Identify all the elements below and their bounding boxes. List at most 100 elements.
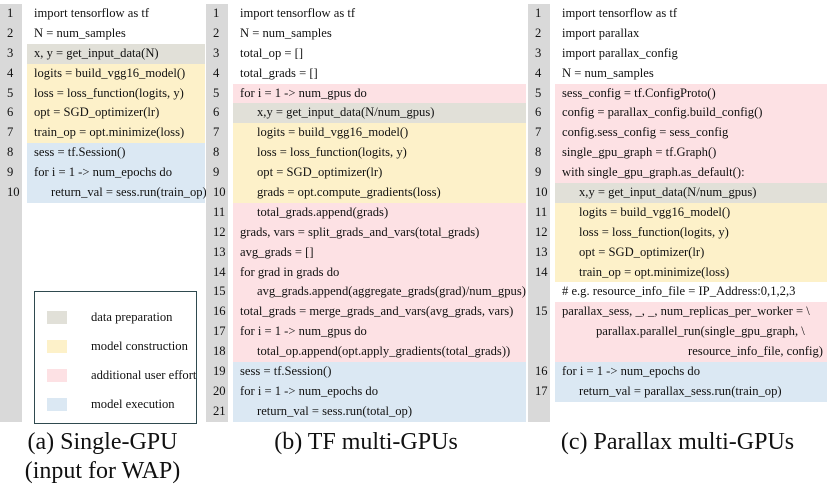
line-number: 3 [213, 45, 220, 60]
line-number: 5 [213, 85, 220, 100]
code-text: for i = 1 -> num_epochs do [562, 364, 701, 379]
line-number: 6 [535, 105, 542, 120]
caption-tf-multi-gpus: (b) TF multi-GPUs [206, 428, 526, 457]
code-text: for grad in grads do [240, 264, 340, 279]
code-highlight-exec: return_val = sess.run(train_op) [27, 183, 207, 203]
code-line: 11 total_grads.append(grads) [206, 202, 526, 223]
legend-swatch [47, 398, 67, 411]
line-number: 6 [213, 105, 220, 120]
code-text: total_grads.append(grads) [257, 204, 389, 219]
code-highlight-exec: return_val = sess.run(total_op) [233, 401, 526, 422]
legend-swatch [47, 369, 67, 382]
code-highlight-user: parallax_sess, _, _, num_replicas_per_wo… [555, 302, 827, 323]
code-text: total_op = [] [240, 45, 304, 60]
code-text: opt = SGD_optimizer(lr) [257, 165, 383, 180]
line-number: 15 [535, 304, 548, 319]
code-text: avg_grads = [] [240, 244, 314, 259]
code-highlight-none: import parallax [555, 24, 827, 44]
code-highlight-exec: for i = 1 -> num_epochs do [555, 362, 827, 382]
code-text: resource_info_file, config) [688, 344, 823, 359]
code-highlight-user: resource_info_file, config) [555, 342, 827, 363]
code-highlight-model: logits = build_vgg16_model() [27, 63, 205, 84]
code-text: # e.g. resource_info_file = IP_Address:0… [562, 284, 796, 299]
code-highlight-model: train_op = opt.minimize(loss) [555, 262, 827, 283]
code-highlight-none: import parallax_config [555, 44, 827, 64]
code-highlight-none: import tensorflow as tf [555, 4, 827, 24]
code-text: grads, vars = split_grads_and_vars(total… [240, 224, 480, 239]
line-number: 17 [535, 383, 548, 398]
code-text: sess = tf.Session() [34, 145, 126, 160]
line-number: 7 [7, 125, 14, 140]
code-highlight-model: loss = loss_function(logits, y) [233, 143, 526, 164]
line-number: 11 [213, 204, 226, 219]
line-number: 9 [213, 165, 220, 180]
line-number: 2 [7, 25, 14, 40]
code-highlight-none: N = num_samples [233, 24, 526, 44]
code-line: # e.g. resource_info_file = IP_Address:0… [528, 282, 827, 302]
code-text: return_val = parallax_sess.run(train_op) [579, 383, 782, 398]
line-number: 5 [7, 85, 14, 100]
line-number: 5 [535, 85, 542, 100]
code-highlight-model: opt = SGD_optimizer(lr) [555, 242, 827, 263]
legend-label: data preparation [91, 310, 173, 324]
code-highlight-user: config = parallax_config.build_config() [555, 103, 827, 124]
code-text: loss = loss_function(logits, y) [34, 85, 184, 100]
code-text: loss = loss_function(logits, y) [257, 145, 407, 160]
line-number: 8 [535, 145, 542, 160]
code-highlight-user: total_grads = merge_grads_and_vars(avg_g… [233, 302, 526, 323]
line-number: 1 [7, 6, 14, 20]
code-text: single_gpu_graph = tf.Graph() [562, 145, 717, 160]
code-text: for i = 1 -> num_gpus do [240, 324, 367, 339]
code-line: 6 config = parallax_config.build_config() [528, 103, 827, 124]
code-highlight-model: loss = loss_function(logits, y) [27, 83, 205, 104]
line-number: 7 [213, 125, 220, 140]
code-text: logits = build_vgg16_model() [34, 65, 186, 80]
code-line: 5 sess_config = tf.ConfigProto() [528, 83, 827, 104]
code-text: N = num_samples [240, 25, 332, 40]
code-text: total_op.append(opt.apply_gradients(tota… [257, 344, 511, 359]
code-text: opt = SGD_optimizer(lr) [579, 244, 705, 259]
line-number: 16 [535, 364, 548, 379]
line-number: 4 [213, 65, 220, 80]
code-text: with single_gpu_graph.as_default(): [562, 165, 745, 180]
legend-swatch [47, 340, 67, 353]
caption-parallax-multi-gpus: (c) Parallax multi-GPUs [528, 428, 827, 457]
code-highlight-model: train_op = opt.minimize(loss) [27, 123, 205, 144]
line-number: 15 [213, 284, 226, 299]
line-number: 18 [213, 344, 226, 359]
code-highlight-user: total_grads.append(grads) [233, 202, 526, 223]
code-highlight-prep: x, y = get_input_data(N) [27, 43, 205, 64]
code-text: sess_config = tf.ConfigProto() [562, 85, 716, 100]
code-highlight-model: opt = SGD_optimizer(lr) [233, 163, 526, 184]
line-number: 10 [535, 185, 548, 200]
caption-line: (c) Parallax multi-GPUs [560, 429, 795, 455]
code-line: 16 for i = 1 -> num_epochs do [528, 362, 827, 382]
line-number-gutter [528, 4, 550, 422]
line-number: 1 [213, 6, 220, 20]
code-highlight-user: total_op.append(opt.apply_gradients(tota… [233, 342, 526, 363]
code-text: N = num_samples [34, 25, 126, 40]
code-text: parallax_sess, _, _, num_replicas_per_wo… [562, 304, 810, 319]
code-text: return_val = sess.run(total_op) [257, 403, 413, 418]
line-number: 20 [213, 383, 226, 398]
